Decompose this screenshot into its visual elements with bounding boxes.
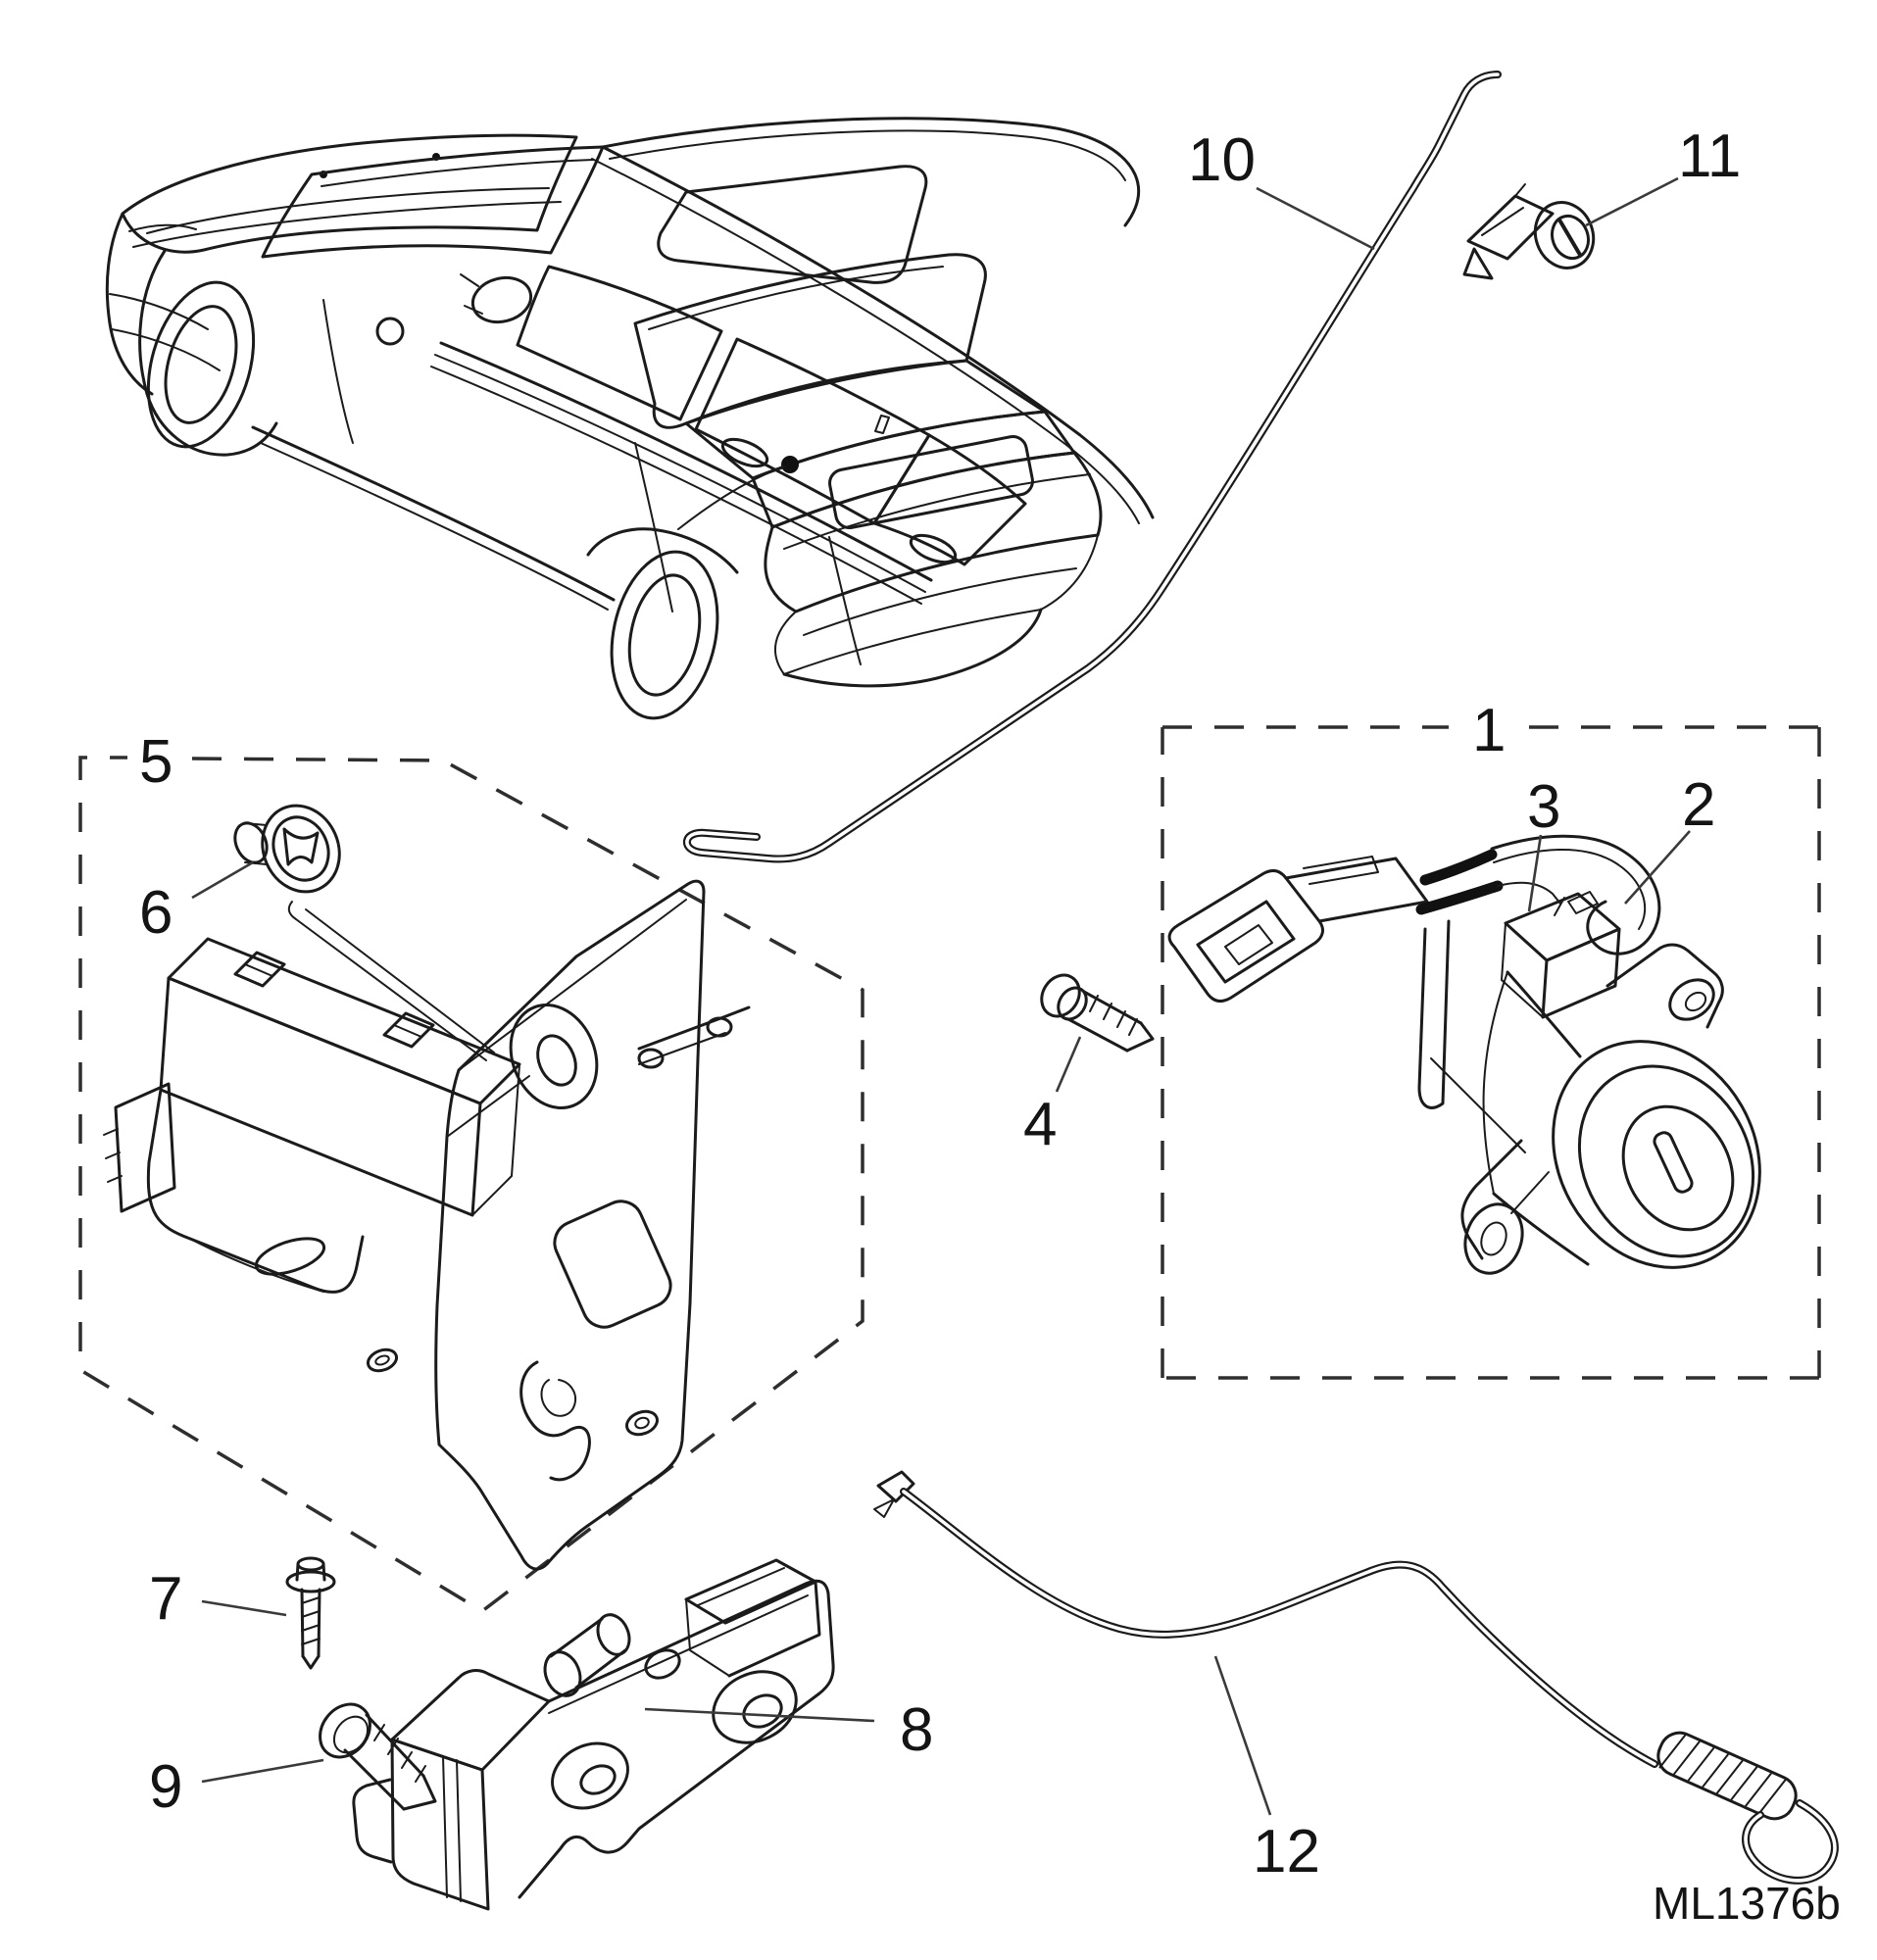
callout-8: 8 [900, 1696, 933, 1764]
leader-4 [1055, 1036, 1082, 1093]
microswitch [1501, 891, 1621, 1019]
wiring-connector [1167, 856, 1429, 1003]
callout-6: 6 [139, 879, 173, 947]
screw-7 [285, 1556, 336, 1670]
door-handle [720, 437, 769, 468]
leader-7 [201, 1599, 287, 1617]
car-illustration [105, 117, 1155, 720]
boot-latch-assembly [103, 879, 751, 1571]
callout-12: 12 [1253, 1818, 1320, 1886]
callout-1: 1 [1472, 697, 1506, 764]
leader-10 [1256, 186, 1375, 251]
rod-clip [1462, 183, 1596, 280]
door-handle [909, 533, 958, 564]
grommet-clip [233, 804, 341, 894]
leader-9 [201, 1758, 324, 1784]
boot-lid [684, 359, 1047, 480]
leader-3 [1527, 834, 1543, 912]
latch-group-outline [78, 756, 864, 1614]
cable-spring [1656, 1731, 1798, 1821]
release-cable [873, 1470, 1839, 1885]
keyhole-slot [1653, 1131, 1694, 1194]
door-mirror [460, 273, 533, 324]
lock-group-outline [1161, 725, 1821, 1380]
rear-door-glass [694, 337, 931, 525]
leader-2 [1624, 830, 1691, 905]
callout-11: 11 [1678, 122, 1741, 190]
lock-barrel [1417, 919, 1761, 1275]
screw-4 [1040, 973, 1155, 1053]
callout-10: 10 [1188, 126, 1256, 194]
front-door-glass [516, 265, 723, 421]
callout-4: 4 [1023, 1091, 1057, 1158]
harness-wires [1415, 834, 1661, 956]
callout-5: 5 [139, 728, 173, 796]
boot-striker [352, 1558, 835, 1911]
leader-11 [1585, 176, 1679, 227]
callout-9: 9 [149, 1753, 182, 1821]
callout-2: 2 [1682, 771, 1715, 839]
screw-9 [319, 1702, 437, 1811]
callout-3: 3 [1527, 773, 1560, 841]
leader-6 [191, 860, 254, 900]
lock-cylinder-assembly [1167, 834, 1761, 1275]
figure-code: ML1376b [1653, 1878, 1841, 1929]
boot-lock-dot [781, 456, 799, 473]
callout-7: 7 [149, 1565, 182, 1633]
leader-12 [1213, 1655, 1272, 1816]
leader-8 [644, 1707, 875, 1723]
boot-release-rod [682, 71, 1502, 863]
sunroof [657, 165, 928, 284]
rear-bumper [764, 451, 1103, 613]
